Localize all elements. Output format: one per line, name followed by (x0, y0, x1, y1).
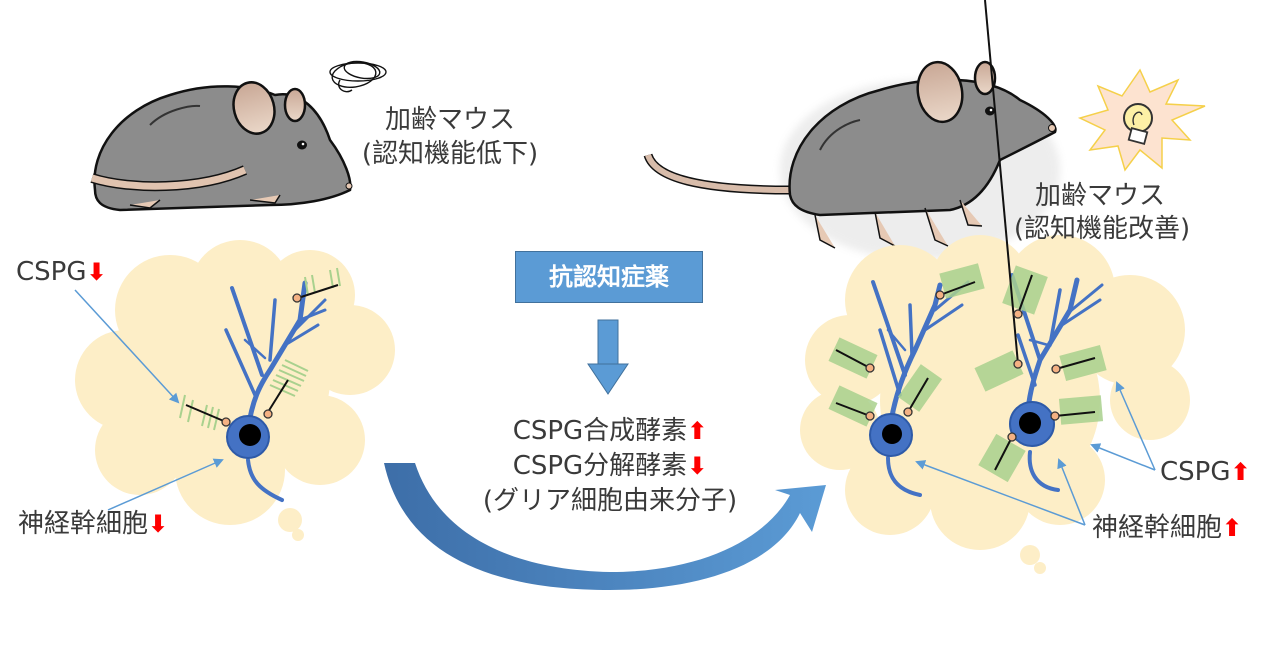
right-mouse-title: 加齢マウス (1034, 181, 1165, 211)
synapse-node (1007, 432, 1017, 442)
callout-right-cspg-b (1090, 443, 1156, 471)
synapse-node (1013, 309, 1023, 319)
synapse-node (935, 290, 945, 300)
left-stem-cell-text: 神経幹細胞 (18, 509, 149, 539)
effect-synthesis-enzyme: CSPG合成酵素⬆ (450, 415, 770, 447)
red-up-arrow-icon: ⬆ (1222, 514, 1243, 542)
left-cspg-clusters (179, 267, 341, 431)
synapse-node (221, 417, 231, 427)
effect-degradation-enzyme: CSPG分解酵素⬇ (450, 450, 770, 482)
effect-degradation-text: CSPG分解酵素 (512, 451, 688, 481)
down-arrow (587, 319, 629, 395)
anti-dementia-drug-box: 抗認知症薬 (515, 251, 703, 303)
tangled-scribble-icon (329, 60, 387, 93)
aged-mouse-impaired (90, 81, 353, 212)
synapse-node (903, 407, 913, 417)
synapse-node (865, 363, 875, 373)
left-brain-region (75, 240, 395, 541)
callout-right-stem-a (915, 460, 1086, 526)
right-stem-cell-label: 神経幹細胞⬆ (1092, 512, 1242, 544)
right-stem-cell-text: 神経幹細胞 (1092, 513, 1223, 543)
callout-lines (74, 289, 1156, 526)
red-down-arrow-icon: ⬇ (148, 510, 169, 538)
right-cspg-clusters (828, 0, 1107, 483)
callout-left-stem-cell (107, 458, 224, 511)
synapse-node (1050, 411, 1060, 421)
left-stem-cell-label: 神経幹細胞⬇ (18, 508, 168, 540)
callout-right-stem-b (1057, 458, 1086, 526)
right-cspg-label: CSPG⬆ (1160, 456, 1251, 488)
right-neuron-2 (1009, 273, 1104, 492)
red-up-arrow-icon: ⬆ (687, 417, 708, 445)
red-up-arrow-icon: ⬆ (1230, 458, 1251, 486)
aged-mouse-improved (643, 60, 1060, 260)
curved-transition-arrow (384, 463, 826, 590)
right-neuron-1 (869, 280, 970, 497)
synapse-node (1051, 364, 1061, 374)
callout-left-cspg (74, 289, 180, 404)
left-mouse-subtitle: (認知機能低下) (361, 139, 539, 169)
lightbulb-icon (1077, 68, 1206, 172)
left-neuron (224, 280, 327, 502)
red-down-arrow-icon: ⬇ (86, 258, 107, 286)
synapse-node (1013, 359, 1023, 369)
right-cspg-text: CSPG (1160, 457, 1231, 487)
synapse-node (263, 409, 273, 419)
synapse-node (865, 411, 875, 421)
effect-synthesis-text: CSPG合成酵素 (512, 416, 688, 446)
left-mouse-title: 加齢マウス (384, 105, 515, 135)
red-down-arrow-icon: ⬇ (687, 452, 708, 480)
callout-right-cspg-a (1115, 381, 1156, 471)
synapse-node (292, 293, 302, 303)
left-cspg-text: CSPG (16, 257, 87, 287)
glial-source-note: (グリア細胞由来分子) (482, 486, 738, 516)
left-cspg-label: CSPG⬇ (16, 256, 107, 288)
right-mouse-subtitle: (認知機能改善) (1013, 214, 1191, 244)
